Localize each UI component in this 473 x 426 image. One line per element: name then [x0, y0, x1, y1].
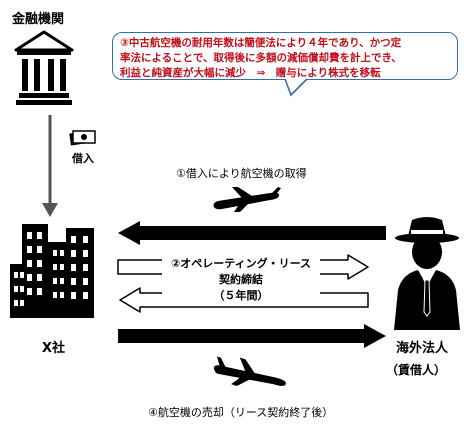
bank-label: 金融機関 — [12, 12, 65, 27]
foreign-label: 海外法人 — [396, 341, 449, 356]
callout-line-2: 率法によることで、取得後に多額の減価償却費を計上でき、 — [120, 52, 402, 64]
money-icon — [69, 130, 96, 146]
loan-arrow — [42, 115, 58, 217]
bank-icon — [14, 30, 74, 105]
company-label: X社 — [42, 341, 66, 356]
step1-label: ①借入により航空機の取得 — [176, 167, 307, 180]
callout-box: ③中古航空機の耐用年数は簡便法により４年であり、かつ定 率法によることで、取得後… — [112, 32, 458, 80]
lease-line-1: ②オペレーティング・リース — [170, 257, 312, 270]
callout-line-3: 利益と純資産が大幅に減少 ⇒ 贈与により株式を移転 — [120, 67, 381, 79]
lease-contract-box: ②オペレーティング・リース 契約締結 （５年間） — [162, 256, 320, 306]
callout-tail — [284, 78, 308, 97]
sale-arrow — [118, 324, 386, 348]
step4-label: ④航空機の売却（リース契約終了後） — [148, 406, 334, 419]
loan-label: 借入 — [72, 152, 94, 165]
foreign-sublabel: （賃借人） — [386, 363, 447, 377]
lease-line-2: 契約締結 — [219, 273, 263, 286]
airplane-icon — [213, 187, 281, 212]
airplane-icon-2 — [213, 356, 286, 387]
buildings-icon — [10, 224, 94, 318]
person-hat-icon — [394, 217, 460, 330]
acquisition-arrow — [118, 221, 386, 245]
callout-line-1: ③中古航空機の耐用年数は簡便法により４年であり、かつ定 — [120, 37, 402, 49]
lease-line-3: （５年間） — [213, 289, 269, 302]
